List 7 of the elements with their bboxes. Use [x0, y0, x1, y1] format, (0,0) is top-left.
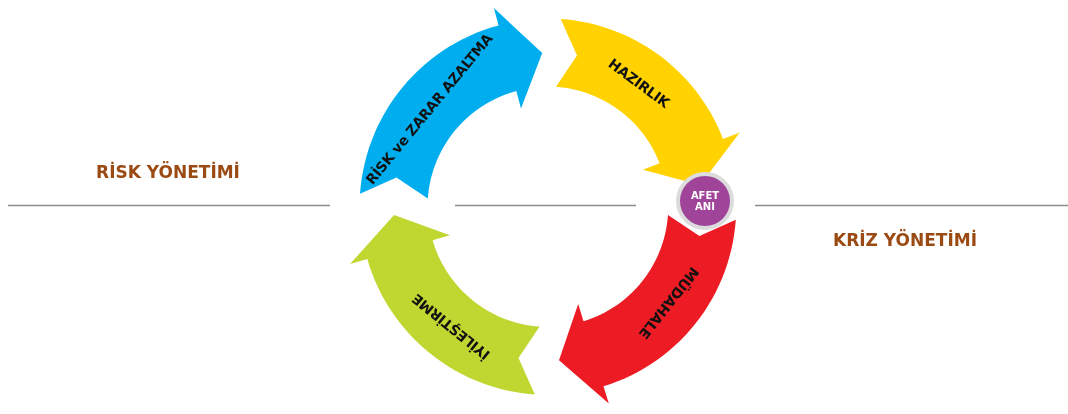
event-label: AFET ANI: [689, 190, 721, 212]
cycle-stage-shape: [360, 8, 543, 199]
section-heading: RİSK YÖNETİMİ: [96, 162, 240, 182]
event-circle: [676, 172, 734, 230]
section-heading: KRİZ YÖNETİMİ: [833, 230, 977, 250]
cycle-stage-shape: [558, 215, 736, 404]
cycle-stage-shape: [350, 215, 540, 395]
